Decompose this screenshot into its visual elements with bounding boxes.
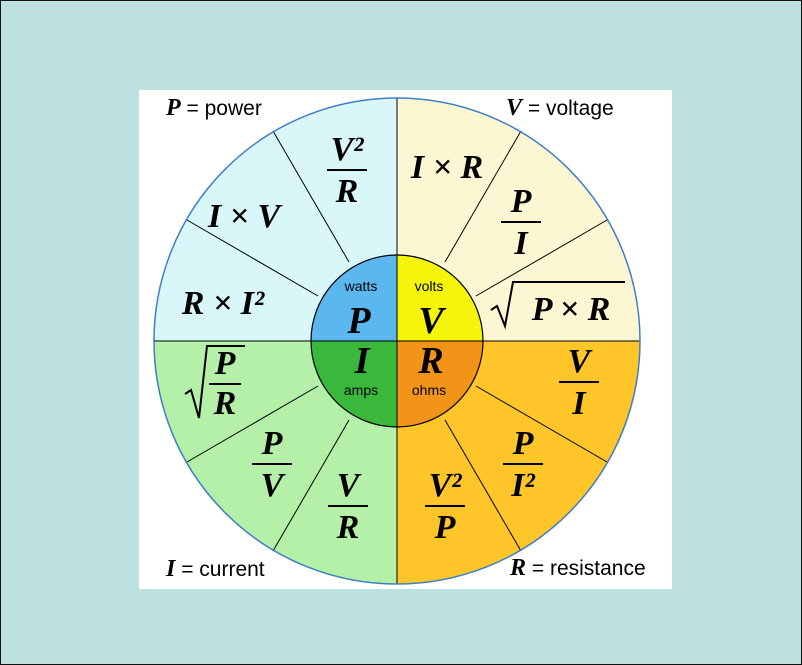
sector-dividers [154, 98, 640, 584]
divider-line [186, 219, 319, 297]
formula-resistance-2: P I² [503, 425, 543, 504]
corner-symbol-current: I [166, 556, 176, 582]
formula-denominator: R [336, 509, 360, 546]
formula-resistance-3: V² P [425, 467, 465, 546]
corner-symbol-power: P [166, 95, 181, 121]
formula-current-3: VR [328, 467, 368, 546]
radical-sign [490, 281, 625, 330]
corner-label-resistance: R = resistance [510, 555, 646, 582]
formula-denominator: V [261, 467, 286, 504]
divider-line [186, 385, 319, 463]
ohms-law-wheel: watts P volts V I amps R ohms V² R I × V R … [153, 97, 641, 585]
corner-text-current: = current [181, 558, 265, 581]
unit-ohms: ohms [412, 382, 446, 398]
formula-numerator: P [214, 345, 236, 382]
divider-line [272, 419, 350, 552]
formula-numerator: V² [429, 467, 463, 504]
formula-expression: R × I² [181, 285, 265, 322]
symbol-resistance: R [417, 340, 443, 382]
formula-power-3: R × I² [181, 285, 265, 322]
current-center-quadrant [311, 341, 397, 427]
divider-line [444, 419, 522, 552]
corner-text-resistance: = resistance [531, 557, 646, 580]
divider-line [475, 385, 608, 463]
corner-symbol-resistance: R [510, 555, 527, 581]
formula-denominator: R [213, 385, 237, 422]
formula-radicand: P × R [531, 291, 611, 328]
formula-numerator: V [337, 467, 362, 504]
wheel-rim [153, 97, 641, 585]
formula-denominator: R [335, 173, 359, 210]
symbol-voltage: V [418, 300, 446, 342]
unit-amps: amps [344, 382, 378, 398]
corner-label-voltage: V = voltage [506, 95, 614, 122]
formula-numerator: V² [331, 131, 365, 168]
formula-current-2: PV [252, 425, 292, 504]
unit-volts: volts [415, 278, 444, 294]
voltage-center-quadrant [397, 255, 483, 341]
formula-voltage-1: I × R [410, 149, 483, 186]
formula-numerator: V [568, 343, 593, 380]
formula-denominator: I² [510, 467, 535, 504]
formula-denominator: I [513, 225, 529, 262]
unit-watts: watts [344, 278, 378, 294]
symbol-current: I [354, 340, 371, 382]
formula-numerator: P [512, 425, 534, 462]
corner-label-current: I = current [166, 556, 265, 583]
resistance-center-quadrant [397, 341, 483, 427]
formula-denominator: P [434, 509, 456, 546]
formula-numerator: P [261, 425, 283, 462]
corner-text-power: = power [186, 97, 262, 120]
formula-voltage-3: P × R [490, 281, 625, 330]
formula-current-1: PR [184, 345, 245, 422]
symbol-power: P [346, 300, 371, 342]
divider-line [444, 130, 522, 263]
corner-label-power: P = power [166, 95, 262, 122]
formula-voltage-2: PI [501, 183, 541, 262]
formula-expression: I × R [410, 149, 483, 186]
corner-text-voltage: = voltage [527, 97, 614, 120]
divider-line [272, 130, 350, 263]
divider-line [475, 219, 608, 297]
formula-numerator: P [510, 183, 532, 220]
formula-resistance-1: VI [559, 343, 599, 422]
formula-power-1: V² R [327, 131, 367, 210]
formula-expression: I × V [207, 198, 283, 235]
formula-denominator: I [571, 385, 587, 422]
formula-power-2: I × V [207, 198, 283, 235]
corner-symbol-voltage: V [506, 95, 523, 121]
power-center-quadrant [311, 255, 397, 341]
center-circle-outline [310, 254, 484, 428]
radical-sign [184, 345, 245, 419]
diagram-panel: P = power V = voltage I = current R = re… [139, 90, 672, 589]
